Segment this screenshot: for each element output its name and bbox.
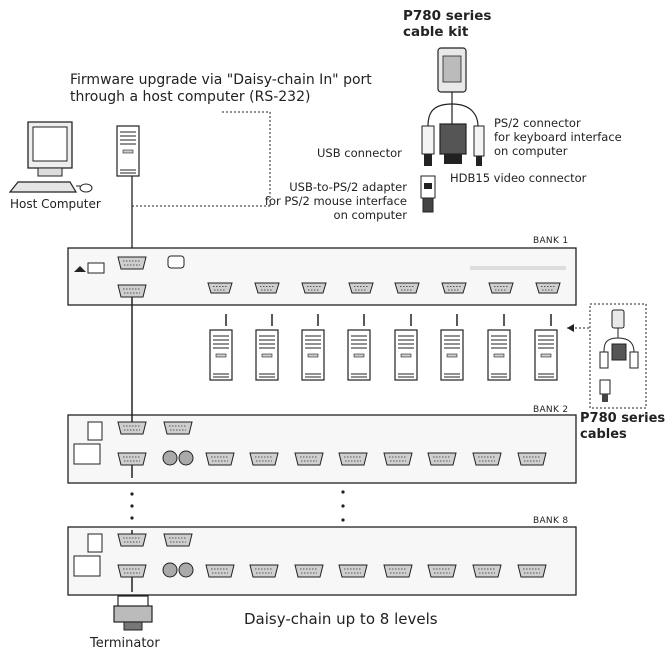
- p780-cables-line1: P780 series: [580, 411, 665, 426]
- hdb15-label: HDB15 video connector: [450, 171, 587, 185]
- p780-cables-callout: [567, 303, 647, 409]
- ps2-connector-label: PS/2 connector for keyboard interface on…: [494, 116, 622, 158]
- bank-1-label: BANK 1: [533, 236, 569, 246]
- bank-2-label: BANK 2: [533, 405, 569, 415]
- usb-connector-label: USB connector: [317, 146, 402, 160]
- host-computer-label: Host Computer: [10, 197, 101, 211]
- cable-kit-title-line2: cable kit: [403, 24, 469, 40]
- usb-ps2-adapter-label: USB-to-PS/2 adapter for PS/2 mouse inter…: [265, 180, 407, 222]
- firmware-note: Firmware upgrade via "Daisy-chain In" po…: [70, 72, 372, 106]
- bank-2-switch: [67, 414, 577, 484]
- terminator-icon: [113, 595, 153, 631]
- adapter-line3: on computer: [333, 208, 407, 222]
- terminator-label: Terminator: [90, 636, 160, 651]
- adapter-line1: USB-to-PS/2 adapter: [289, 180, 407, 194]
- bank-1-switch: [67, 247, 577, 306]
- ps2-line2: for keyboard interface: [494, 130, 622, 144]
- bank-8-label: BANK 8: [533, 516, 569, 526]
- firmware-note-line1: Firmware upgrade via "Daisy-chain In" po…: [70, 72, 372, 88]
- daisy-chain-cable: [130, 297, 345, 592]
- cable-kit-icon: [420, 47, 485, 213]
- adapter-line2: for PS/2 mouse interface: [264, 194, 407, 208]
- p780-cables-line2: cables: [580, 427, 627, 442]
- host-tower-icon: [116, 125, 140, 177]
- cable-kit-title: P780 series cable kit: [403, 8, 491, 40]
- computer-towers: [209, 314, 558, 381]
- firmware-note-line2: through a host computer (RS-232): [70, 89, 311, 105]
- host-computer-icon: [8, 121, 93, 193]
- daisy-chain-caption: Daisy-chain up to 8 levels: [244, 610, 438, 628]
- ps2-line1: PS/2 connector: [494, 116, 581, 130]
- bank-8-switch: [67, 526, 577, 596]
- ps2-line3: on computer: [494, 144, 568, 158]
- cable-kit-title-line1: P780 series: [403, 8, 492, 24]
- p780-cables-label: P780 series cables: [580, 411, 665, 443]
